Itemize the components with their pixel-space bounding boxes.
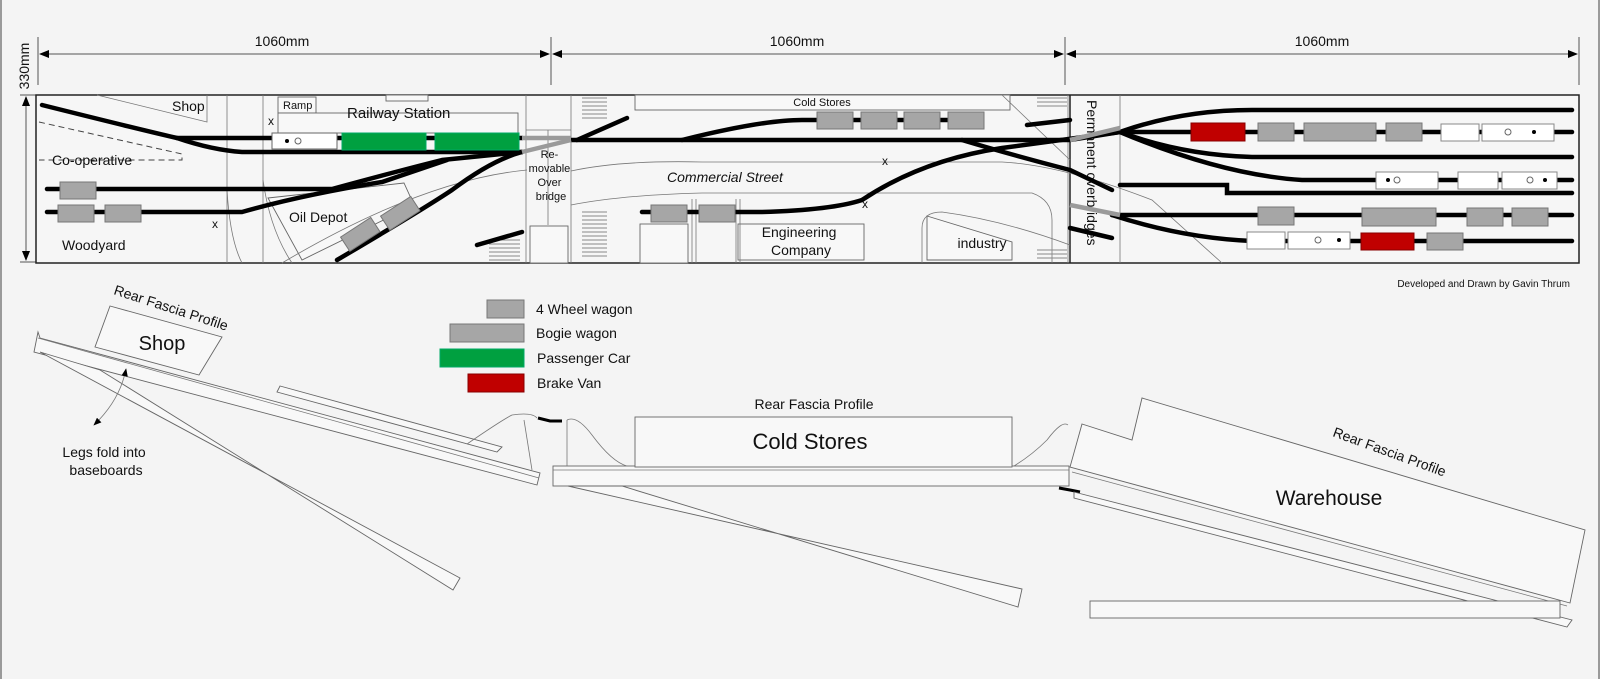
four-wheel-wagon <box>104 204 142 223</box>
legend-label-4-wheel-wagon: 4 Wheel wagon <box>536 301 633 317</box>
legend-swatch-bogie-wagon <box>449 323 525 343</box>
folding-leg <box>39 351 461 591</box>
label-permanent-overbridges: Permanent overbridges <box>1084 100 1100 246</box>
section-2-scenery <box>570 94 1223 264</box>
x-mark: x <box>212 217 218 231</box>
hinge-icon <box>1058 486 1081 494</box>
passenger-car <box>434 132 520 151</box>
depth-label: 330mm <box>16 43 32 90</box>
dim-label-2: 1060mm <box>770 33 824 49</box>
legs-note: Legs fold into baseboards <box>62 444 149 478</box>
legend-swatch-brake-van <box>467 373 525 393</box>
label-industry: industry <box>957 235 1006 251</box>
locomotive <box>1501 171 1558 190</box>
locomotive <box>1287 231 1351 250</box>
four-wheel-wagon <box>1426 232 1464 251</box>
four-wheel-wagon <box>903 111 941 130</box>
removable-overbridge <box>525 95 572 264</box>
legend <box>439 299 525 393</box>
four-wheel-wagon <box>57 204 95 223</box>
bogie-wagon <box>1361 207 1437 227</box>
four-wheel-wagon <box>1466 207 1504 227</box>
profile-right <box>1069 397 1586 628</box>
section-1-scenery <box>38 94 528 264</box>
hinge-icon <box>537 416 562 423</box>
label-cold-stores-plan: Cold Stores <box>793 97 851 109</box>
four-wheel-wagon <box>860 111 898 130</box>
four-wheel-wagon <box>339 216 381 253</box>
engineering-company-building <box>737 223 865 261</box>
rolling-stock <box>57 111 1558 253</box>
dimension-lines <box>20 37 1580 263</box>
four-wheel-wagon <box>947 111 985 130</box>
locomotive <box>271 132 338 150</box>
x-mark: x <box>882 154 888 168</box>
locomotive <box>1375 171 1439 190</box>
label-co-operative: Co-operative <box>52 152 132 168</box>
brake-van <box>1360 232 1415 251</box>
loco-tender <box>1457 171 1499 190</box>
four-wheel-wagon <box>1511 207 1549 227</box>
label-oil-depot: Oil Depot <box>289 209 347 225</box>
profile-left <box>33 305 541 591</box>
locomotive <box>1481 123 1555 142</box>
four-wheel-wagon <box>59 181 97 200</box>
four-wheel-wagon <box>1385 122 1423 142</box>
loco-tender <box>1440 123 1480 142</box>
shop-fascia <box>94 305 223 376</box>
brake-van <box>1190 122 1246 142</box>
label-removable-overbridge: Re- movable Over bridge <box>529 149 574 203</box>
dim-label-3: 1060mm <box>1295 33 1349 49</box>
passenger-car <box>341 132 427 151</box>
four-wheel-wagon <box>1257 206 1295 226</box>
loco-tender <box>1246 231 1286 250</box>
legend-label-passenger-car: Passenger Car <box>537 350 631 366</box>
right-profile-building: Warehouse <box>1276 487 1383 510</box>
legend-label-bogie-wagon: Bogie wagon <box>536 325 617 341</box>
four-wheel-wagon <box>816 111 854 130</box>
four-wheel-wagon <box>379 195 421 232</box>
label-commercial-street: Commercial Street <box>667 169 784 185</box>
x-mark: x <box>268 114 274 128</box>
dim-label-1: 1060mm <box>255 33 309 49</box>
legend-label-brake-van: Brake Van <box>537 375 601 391</box>
middle-profile-caption: Rear Fascia Profile <box>754 396 873 412</box>
cold-stores-fascia <box>634 416 1013 468</box>
industry-building <box>926 215 1013 261</box>
label-woodyard: Woodyard <box>62 237 126 253</box>
permanent-overbridges <box>1067 95 1121 263</box>
four-wheel-wagon <box>650 204 688 223</box>
folding-leg <box>567 485 1023 608</box>
four-wheel-wagon <box>1257 122 1295 142</box>
label-railway-station: Railway Station <box>347 105 450 122</box>
four-wheel-wagon <box>698 204 736 223</box>
label-shop: Shop <box>172 98 205 114</box>
left-profile-building: Shop <box>139 333 186 355</box>
label-ramp: Ramp <box>283 100 312 112</box>
legend-swatch-passenger-car <box>439 348 525 368</box>
credit-text: Developed and Drawn by Gavin Thrum <box>1397 279 1570 290</box>
middle-profile-building: Cold Stores <box>753 429 868 454</box>
x-mark: x <box>862 197 868 211</box>
profile-middle <box>552 416 1070 608</box>
warehouse-fascia <box>1069 397 1586 604</box>
bogie-wagon <box>1303 122 1377 142</box>
legend-swatch-4-wheel-wagon <box>486 299 525 319</box>
label-engineering-company: Engineering Company <box>762 224 841 258</box>
